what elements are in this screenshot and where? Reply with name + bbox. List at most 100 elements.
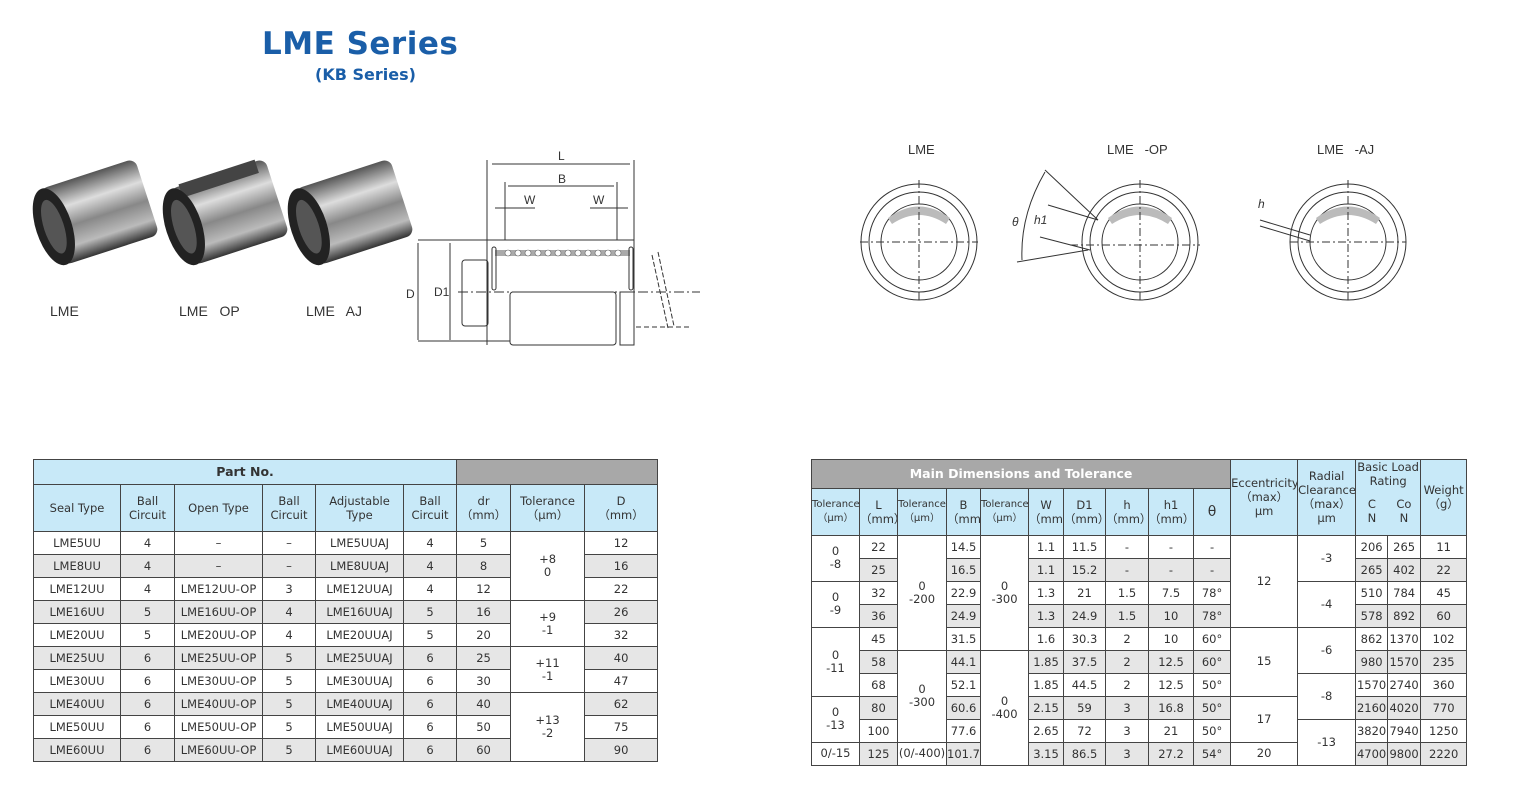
cell-L: 80 [859,695,898,720]
cell-Co: 4020 [1387,695,1422,720]
column-header: Tolerance （μm） [510,484,586,532]
load-c-header: C N [1355,488,1388,536]
cell-B: 24.9 [946,603,981,628]
table-cell: LME5UU [33,531,121,555]
cell-theta: 60° [1192,649,1232,674]
cell-L: 100 [859,718,898,743]
cell-Co: 9800 [1387,741,1422,766]
radial-clearance-cell: -6 [1297,626,1357,674]
cell-C: 862 [1355,626,1389,651]
cell-B: 60.6 [946,695,981,720]
l-tolerance-cell: 0 -9 [811,580,860,628]
table-cell: LME60UU [33,738,121,762]
tolerance-cell: +11 -1 [510,646,586,693]
column-header: Open Type [174,484,263,532]
cell-theta: - [1192,557,1232,582]
eccentricity-cell: 12 [1230,534,1299,628]
column-header: Ball Circuit [402,484,458,532]
tolerance-cell: +13 -2 [510,692,586,762]
table-cell: 4 [402,577,458,601]
table-cell: LME50UUAJ [315,715,404,739]
cell-W: 2.65 [1028,718,1064,743]
cell-B: 101.7 [946,741,981,766]
cell-theta: 50° [1192,718,1232,743]
table-cell: 22 [584,577,659,601]
cell-D1: 24.9 [1063,603,1106,628]
table-cell: 75 [584,715,659,739]
w-tolerance-cell: 0 -300 [980,534,1029,651]
cell-weight: 22 [1420,557,1468,582]
label-w-right: W [593,193,605,207]
column-header: Seal Type [33,484,121,532]
cell-W: 1.85 [1028,649,1064,674]
column-header: θ [1192,487,1232,536]
table-cell: 5 [402,623,458,647]
table-cell: 6 [120,715,175,739]
cell-weight: 2220 [1420,741,1468,766]
cell-weight: 770 [1420,695,1468,720]
table-cell: 5 [402,600,458,624]
cell-D1: 21 [1063,580,1106,605]
table-cell: LME40UU [33,692,121,716]
section-label-lme-aj: LME -AJ [1317,142,1374,157]
label-d1: D1 [434,285,450,299]
cell-D1: 59 [1063,695,1106,720]
dimension-header-blank [456,459,659,485]
table-cell: LME12UUAJ [315,577,404,601]
table-cell: LME16UU-OP [174,600,263,624]
table-cell: LME40UUAJ [315,692,404,716]
table-cell: 4 [402,531,458,555]
cell-C: 510 [1355,580,1389,605]
cell-theta: 54° [1192,741,1232,766]
page-subtitle: (KB Series) [315,65,416,84]
b-tolerance-cell: (0/-400) [897,741,947,766]
table-cell: 20 [456,623,512,647]
cell-L: 45 [859,626,898,651]
cell-D1: 15.2 [1063,557,1106,582]
cross-section-drawings: LME LME -OP LME -AJ θ h1 h [860,142,1407,302]
cell-B: 52.1 [946,672,981,697]
label-theta: θ [1012,215,1019,229]
table-cell: 6 [402,692,458,716]
cell-D1: 11.5 [1063,534,1106,559]
cell-W: 1.1 [1028,534,1064,559]
weight-header: Weight （g） [1420,459,1468,536]
table-cell: 4 [120,554,175,578]
cell-Co: 265 [1387,534,1422,559]
cell-D1: 44.5 [1063,672,1106,697]
cell-C: 578 [1355,603,1389,628]
section-label-lme: LME [908,142,935,157]
cell-weight: 1250 [1420,718,1468,743]
tolerance-cell: +8 0 [510,531,586,601]
cell-h1: 7.5 [1148,580,1194,605]
table-cell: 12 [456,577,512,601]
table-cell: LME12UU [33,577,121,601]
cell-L: 36 [859,603,898,628]
cell-B: 16.5 [946,557,981,582]
table-cell: 5 [262,646,316,670]
cell-h1: 21 [1148,718,1194,743]
radial-clearance-header: Radial Clearance （max） μm [1297,459,1357,536]
dimension-drawing: L B W W D D1 [406,149,700,346]
table-cell: 6 [402,669,458,693]
cell-h: - [1105,557,1149,582]
cell-W: 3.15 [1028,741,1064,766]
radial-clearance-cell: -13 [1297,718,1357,766]
table-cell: – [174,554,263,578]
b-tolerance-cell: 0 -300 [897,649,947,743]
table-cell: LME20UU [33,623,121,647]
bearing-photo-lme [32,160,158,266]
table-cell: 6 [120,646,175,670]
product-photos [32,159,413,266]
